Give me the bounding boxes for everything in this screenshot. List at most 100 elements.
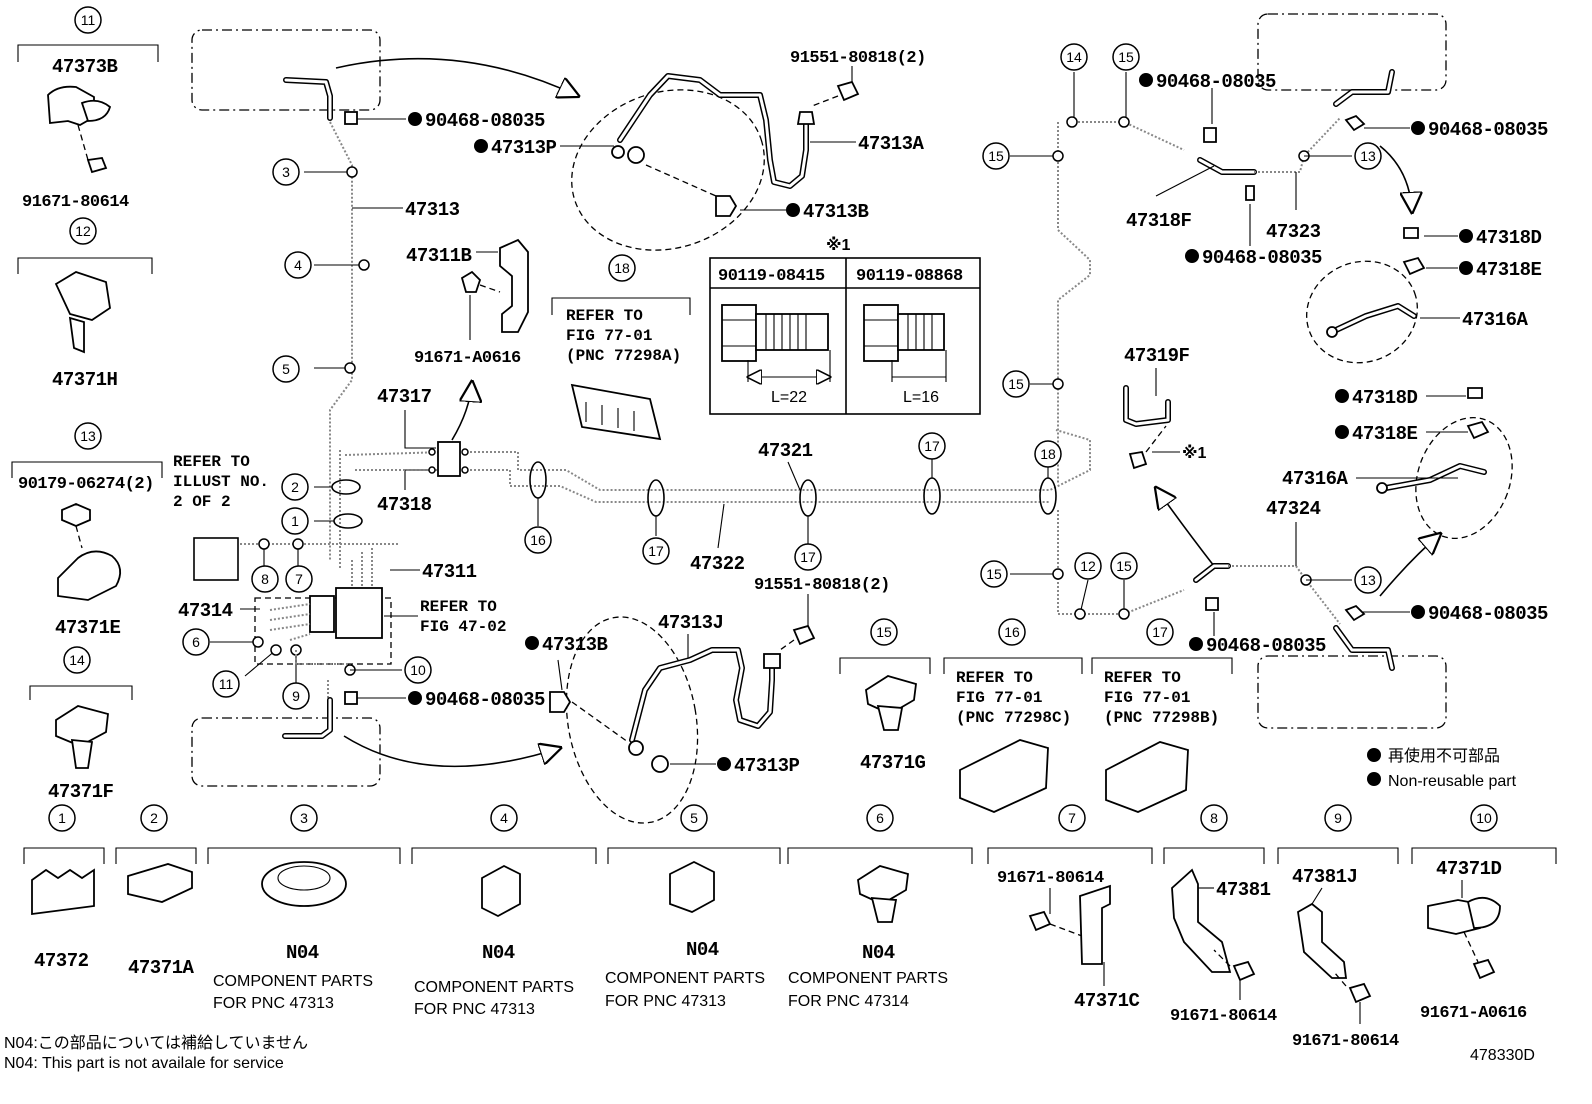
part-number: 47316A <box>1462 309 1529 331</box>
component-desc: COMPONENT PARTS <box>605 970 765 987</box>
part-number: 91671-80614 <box>1292 1032 1399 1051</box>
callout-circle <box>1354 566 1382 594</box>
non-reusable-mark <box>525 636 539 650</box>
callout-circle <box>182 628 210 656</box>
part-number: 90468-08035 <box>1428 119 1548 141</box>
clip-47371h-icon <box>54 271 111 321</box>
bracket-47371c-icon <box>1079 884 1111 965</box>
clip-icon <box>1245 185 1255 201</box>
clip-icon <box>1344 114 1366 132</box>
callout-number: 17 <box>800 549 816 565</box>
refer-text: REFER TO <box>420 598 497 616</box>
part-number: 90468-08035 <box>1428 603 1548 625</box>
part-number: 47371A <box>128 957 195 979</box>
refer-text: REFER TO <box>1104 669 1181 687</box>
callout-circle <box>1034 440 1062 468</box>
non-reusable-mark <box>408 691 422 705</box>
table-header: 90119-08868 <box>856 267 963 286</box>
callout-number: 9 <box>292 688 300 704</box>
callout-circle <box>866 804 894 832</box>
callout-number: 2 <box>150 810 158 826</box>
table-mark: ※1 <box>1182 444 1207 462</box>
part-number: 47318E <box>1476 259 1542 281</box>
refer-text: FIG 77-01 <box>1104 689 1190 707</box>
bolt-table <box>709 257 981 415</box>
grommet-icon <box>261 861 347 907</box>
part-number: 47323 <box>1266 221 1321 243</box>
part-number: 90179-06274(2) <box>18 475 154 494</box>
bolt-icon <box>836 80 860 102</box>
part-number: 47318D <box>1476 227 1542 249</box>
callout-circle <box>524 526 552 554</box>
callout-number: 13 <box>80 428 96 444</box>
callout-number: 4 <box>500 810 508 826</box>
callout-circle <box>272 355 300 383</box>
bolt-icon <box>792 624 816 646</box>
part-number: 90468-08035 <box>1206 635 1326 657</box>
refer-text: REFER TO <box>173 453 250 471</box>
clip-icon <box>481 864 521 918</box>
non-reusable-mark <box>1459 229 1473 243</box>
actuator-body-icon <box>335 587 383 639</box>
clamp-77298c-icon <box>959 739 1049 813</box>
clamp-77298a-icon <box>570 383 662 441</box>
clip-icon <box>857 865 909 906</box>
callout-number: 15 <box>1118 49 1134 65</box>
part-number: 91551-80818(2) <box>754 576 890 595</box>
non-reusable-mark <box>1411 605 1425 619</box>
part-code: N04 <box>286 942 319 964</box>
callout-number: 12 <box>75 223 91 239</box>
callout-circle <box>290 804 318 832</box>
callout-number: 14 <box>1066 49 1082 65</box>
part-number: 90468-08035 <box>425 110 545 132</box>
non-reusable-mark <box>786 203 800 217</box>
refer-text: ILLUST NO. <box>173 473 269 491</box>
length-label: L=16 <box>903 389 939 406</box>
callout-number: 17 <box>924 438 940 454</box>
callout-circle <box>998 618 1026 646</box>
component-desc: COMPONENT PARTS <box>788 970 948 987</box>
callout-circle <box>1200 804 1228 832</box>
callout-circle <box>74 422 102 450</box>
table-mark: ※1 <box>826 236 851 254</box>
bolt-icon <box>86 157 108 174</box>
bolt-icon <box>715 195 738 217</box>
callout-circle <box>281 473 309 501</box>
part-number: 90468-08035 <box>1156 71 1276 93</box>
clamp-47373b-icon <box>47 85 95 126</box>
part-number: 47313P <box>491 137 557 159</box>
part-number: 91551-80818(2) <box>790 49 926 68</box>
part-number: 47314 <box>178 600 233 622</box>
callout-circle <box>282 682 310 710</box>
callout-14-group: 47371F <box>29 685 133 803</box>
detail-outline <box>1257 655 1447 729</box>
callout-circle <box>1354 142 1382 170</box>
clip-icon <box>1203 127 1217 143</box>
part-number: 47313A <box>858 133 925 155</box>
component-desc: FOR PNC 47314 <box>788 993 909 1010</box>
bolt-icon <box>1472 958 1496 980</box>
nut-icon <box>61 503 91 527</box>
part-code: N04 <box>482 942 515 964</box>
callout-number: 1 <box>291 513 299 529</box>
callout-number: 3 <box>282 164 290 180</box>
callout-circle <box>1074 552 1102 580</box>
callout-number: 11 <box>81 12 96 28</box>
legend-jp: 再使用不可部品 <box>1388 747 1500 765</box>
callout-circle <box>1470 804 1498 832</box>
part-number: 47319F <box>1124 345 1190 367</box>
refer-text: 2 OF 2 <box>173 493 231 511</box>
non-reusable-mark <box>1411 121 1425 135</box>
bolt-head-icon <box>863 304 899 362</box>
part-number: 47313P <box>734 755 800 777</box>
non-reusable-mark <box>1459 261 1473 275</box>
part-number: 47316A <box>1282 468 1349 490</box>
callout-number: 18 <box>614 260 630 276</box>
part-number: 47313J <box>658 612 723 634</box>
clip-icon <box>344 691 358 705</box>
diagram-id: 478330D <box>1470 1047 1535 1064</box>
part-number: 47371H <box>52 369 118 391</box>
callout-circle <box>1058 804 1086 832</box>
callout-circle <box>982 142 1010 170</box>
